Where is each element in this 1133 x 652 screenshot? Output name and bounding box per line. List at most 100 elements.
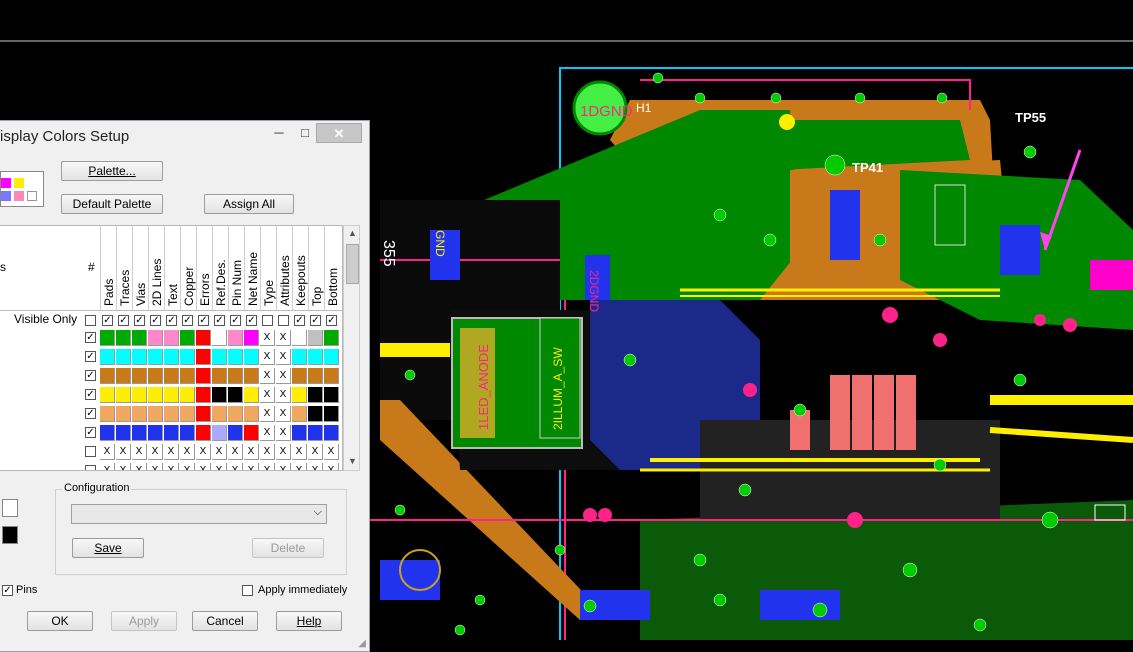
palette-button[interactable]: Palette...: [61, 161, 163, 181]
color-cell[interactable]: [180, 425, 195, 441]
column-header[interactable]: Attributes: [276, 226, 292, 310]
color-cell[interactable]: [212, 368, 227, 384]
column-header[interactable]: Vias: [132, 226, 148, 310]
color-cell[interactable]: [164, 349, 179, 365]
column-header[interactable]: Pin Num: [228, 226, 244, 310]
column-header[interactable]: Top: [308, 226, 324, 310]
color-cell[interactable]: [324, 368, 339, 384]
column-visible-checkbox[interactable]: [262, 315, 273, 326]
color-cell[interactable]: [116, 406, 131, 422]
color-cell[interactable]: X: [292, 444, 307, 460]
minimize-button[interactable]: ─: [274, 125, 284, 140]
color-cell[interactable]: [244, 368, 259, 384]
column-visible-checkbox[interactable]: ✓: [102, 315, 113, 326]
color-cell[interactable]: [308, 330, 323, 346]
color-cell[interactable]: [244, 330, 259, 346]
color-cell[interactable]: [212, 387, 227, 403]
column-header[interactable]: Errors: [196, 226, 212, 310]
color-cell[interactable]: [196, 406, 211, 422]
color-cell[interactable]: [180, 387, 195, 403]
color-cell[interactable]: [212, 330, 227, 346]
color-cell[interactable]: [228, 368, 243, 384]
layer-row-checkbox[interactable]: [85, 465, 96, 470]
color-cell[interactable]: X: [244, 463, 259, 470]
color-cell[interactable]: [244, 406, 259, 422]
color-cell[interactable]: [180, 330, 195, 346]
color-cell[interactable]: [196, 330, 211, 346]
color-cell[interactable]: [132, 330, 147, 346]
color-cell[interactable]: X: [260, 387, 275, 403]
color-cell[interactable]: [132, 368, 147, 384]
color-cell[interactable]: [228, 406, 243, 422]
color-cell[interactable]: [292, 387, 307, 403]
column-header[interactable]: Copper: [180, 226, 196, 310]
column-visible-checkbox[interactable]: ✓: [294, 315, 305, 326]
color-cell[interactable]: [196, 368, 211, 384]
color-cell[interactable]: [196, 349, 211, 365]
layer-row-checkbox[interactable]: ✓: [85, 427, 96, 438]
grid-scrollbar[interactable]: ▲ ▼: [343, 225, 360, 471]
color-cell[interactable]: [228, 330, 243, 346]
color-cell[interactable]: [228, 425, 243, 441]
color-cell[interactable]: X: [260, 330, 275, 346]
color-cell[interactable]: [132, 406, 147, 422]
color-cell[interactable]: X: [260, 425, 275, 441]
color-cell[interactable]: [196, 387, 211, 403]
color-cell[interactable]: X: [292, 463, 307, 470]
column-header[interactable]: 2D Lines: [148, 226, 164, 310]
layer-row-checkbox[interactable]: [85, 446, 96, 457]
scroll-thumb[interactable]: [346, 244, 359, 284]
color-cell[interactable]: [292, 368, 307, 384]
scroll-up-icon[interactable]: ▲: [348, 228, 357, 238]
color-cell[interactable]: [148, 387, 163, 403]
column-header[interactable]: Text: [164, 226, 180, 310]
color-cell[interactable]: [180, 406, 195, 422]
column-header[interactable]: Type: [260, 226, 276, 310]
color-cell[interactable]: X: [212, 444, 227, 460]
column-header[interactable]: Bottom: [324, 226, 340, 310]
color-cell[interactable]: [100, 406, 115, 422]
layer-row-checkbox[interactable]: ✓: [85, 389, 96, 400]
help-button[interactable]: Help: [276, 611, 342, 631]
color-cell[interactable]: [308, 425, 323, 441]
color-cell[interactable]: X: [196, 444, 211, 460]
column-visible-checkbox[interactable]: ✓: [118, 315, 129, 326]
color-cell[interactable]: [116, 368, 131, 384]
color-cell[interactable]: [324, 387, 339, 403]
column-header[interactable]: Ref.Des.: [212, 226, 228, 310]
column-visible-checkbox[interactable]: ✓: [182, 315, 193, 326]
save-button[interactable]: Save: [72, 538, 144, 558]
color-cell[interactable]: X: [228, 463, 243, 470]
color-cell[interactable]: X: [196, 463, 211, 470]
color-cell[interactable]: X: [132, 444, 147, 460]
color-cell[interactable]: [116, 349, 131, 365]
column-header[interactable]: Traces: [116, 226, 132, 310]
column-visible-checkbox[interactable]: ✓: [134, 315, 145, 326]
color-cell[interactable]: [244, 425, 259, 441]
color-cell[interactable]: [148, 406, 163, 422]
color-cell[interactable]: X: [180, 463, 195, 470]
visible-only-checkbox[interactable]: [85, 315, 96, 326]
scroll-down-icon[interactable]: ▼: [348, 456, 357, 466]
resize-grip-icon[interactable]: ◢: [358, 638, 366, 649]
color-cell[interactable]: [196, 425, 211, 441]
close-button[interactable]: ✕: [316, 123, 362, 143]
color-cell[interactable]: X: [276, 330, 291, 346]
column-visible-checkbox[interactable]: ✓: [150, 315, 161, 326]
color-cell[interactable]: X: [116, 444, 131, 460]
color-cell[interactable]: [212, 406, 227, 422]
color-sample-black[interactable]: [2, 526, 18, 544]
column-visible-checkbox[interactable]: ✓: [230, 315, 241, 326]
color-cell[interactable]: X: [164, 444, 179, 460]
dialog-titlebar[interactable]: isplay Colors Setup ─ □ ✕: [0, 121, 368, 151]
color-cell[interactable]: X: [180, 444, 195, 460]
column-header[interactable]: Keepouts: [292, 226, 308, 310]
color-cell[interactable]: [324, 330, 339, 346]
color-cell[interactable]: X: [308, 463, 323, 470]
color-cell[interactable]: [132, 425, 147, 441]
ok-button[interactable]: OK: [27, 611, 93, 631]
color-cell[interactable]: [116, 425, 131, 441]
color-cell[interactable]: [308, 368, 323, 384]
color-cell[interactable]: X: [116, 463, 131, 470]
column-visible-checkbox[interactable]: ✓: [214, 315, 225, 326]
